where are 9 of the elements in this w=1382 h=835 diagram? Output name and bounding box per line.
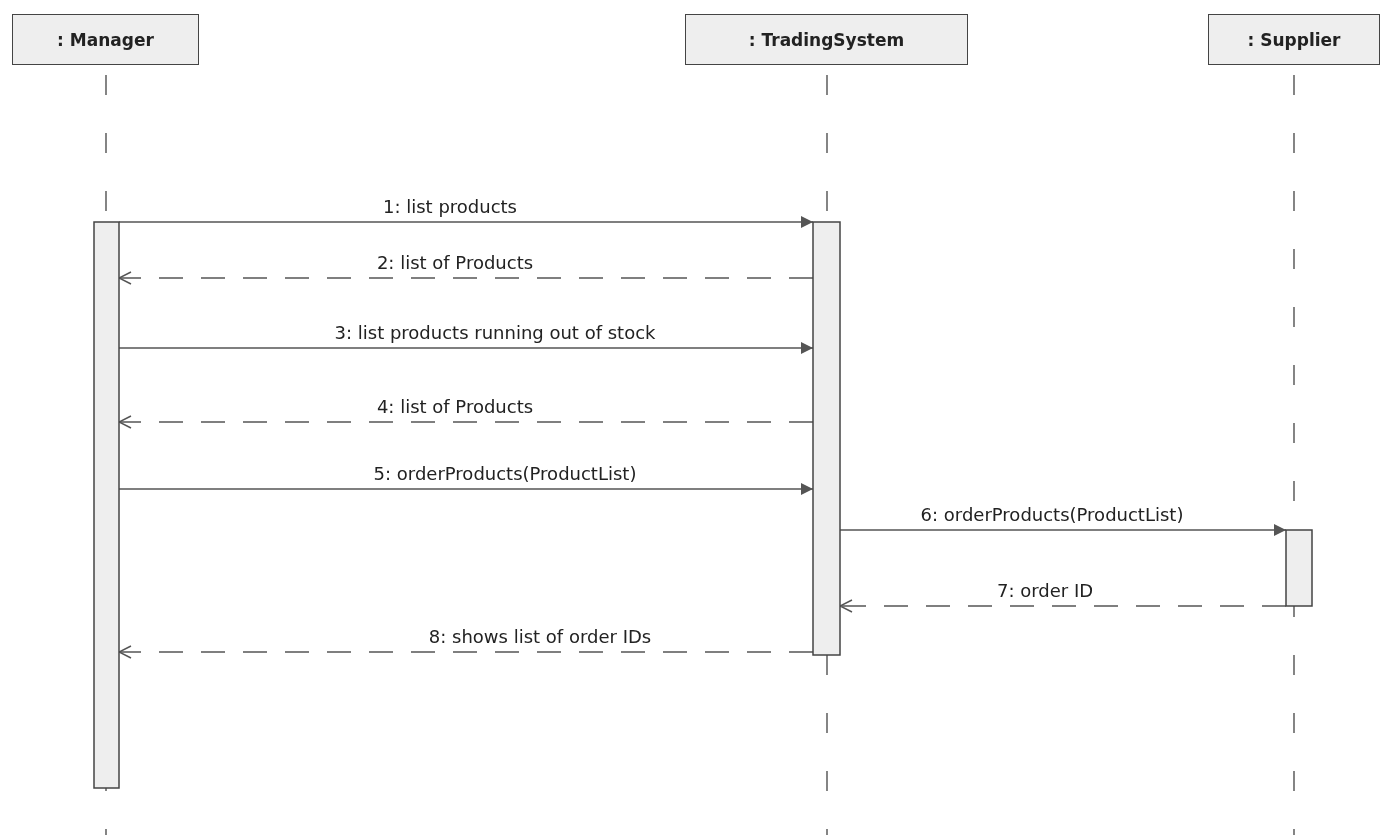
- activation-bar: [93, 221, 120, 789]
- lifeline-head: : Manager: [12, 14, 199, 65]
- lifeline-head: : TradingSystem: [685, 14, 968, 65]
- message-label: 3: list products running out of stock: [332, 323, 658, 343]
- activation-bar: [812, 221, 841, 656]
- lifeline-head: : Supplier: [1208, 14, 1380, 65]
- message-label: 1: list products: [381, 197, 519, 217]
- message-arrow: [118, 216, 814, 228]
- activation-bar: [1285, 529, 1313, 607]
